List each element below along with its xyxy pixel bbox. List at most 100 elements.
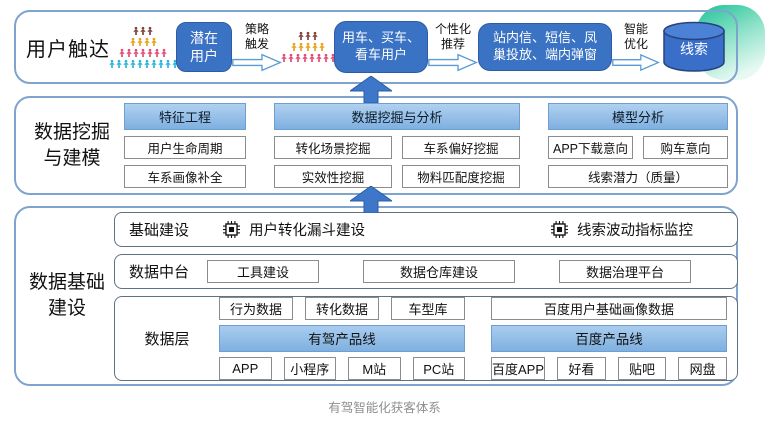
lead-monitoring-label: 线索波动指标监控: [577, 222, 693, 239]
strategy-label-line2: 触发: [244, 36, 269, 51]
product-line-groups: 行为数据 转化数据 车型库 有驾产品线 APP 小程序 M站 PC站: [219, 296, 727, 380]
band3-title-line1: 数据基础: [28, 272, 105, 294]
mining-analysis-header: 数据挖掘与分析: [274, 103, 520, 130]
band1-title: 用户触达: [26, 38, 110, 61]
up-arrow-band2-to-band1: [348, 75, 394, 104]
band2-title-line1: 数据挖掘: [33, 121, 110, 143]
band-data-mining: 数据挖掘 与建模 特征工程 用户生命周期 车系画像补全 数据挖掘与分析 转化场景…: [14, 96, 738, 195]
band-data-infrastructure: 数据基础 建设 基础建设 用户: [14, 206, 738, 386]
cell-user-lifecycle: 用户生命周期: [124, 136, 246, 159]
right-arrow-icon: [612, 53, 660, 71]
personalized-recommend-arrow: 个性化 推荐: [428, 22, 478, 72]
youjia-data-sources: 行为数据 转化数据 车型库: [219, 296, 465, 320]
right-arrow-icon: [232, 53, 282, 72]
cell-lead-potential: 线索潜力（质量）: [548, 165, 728, 188]
channels-line2: 巢投放、端内弹窗: [492, 47, 597, 62]
m-site-box: M站: [348, 356, 401, 380]
conversion-data-box: 转化数据: [305, 296, 379, 320]
user-pyramid-icon-small: [280, 31, 336, 63]
chip-icon: [223, 220, 241, 238]
band3-title-line2: 建设: [47, 298, 86, 319]
potential-users-line1: 潜在: [190, 29, 218, 46]
strategy-trigger-arrow: 策略 触发: [232, 22, 282, 72]
youjia-product-line-bar: 有驾产品线: [219, 324, 465, 352]
baidu-user-profile-box: 百度用户基础画像数据: [491, 296, 727, 320]
youjia-endpoints: APP 小程序 M站 PC站: [219, 356, 465, 380]
app-box: APP: [219, 356, 272, 380]
mini-program-box: 小程序: [283, 356, 336, 380]
leads-database-cylinder-icon: 线索: [660, 21, 728, 73]
tool-construction-box: 工具建设: [207, 259, 320, 283]
user-pyramid-icon-large: [108, 26, 178, 69]
band2-columns: 特征工程 用户生命周期 车系画像补全 数据挖掘与分析 转化场景挖掘 车系偏好挖掘…: [120, 103, 728, 188]
leads-label: 线索: [680, 41, 708, 57]
pyramid-row: [129, 37, 157, 47]
band3-rows: 基础建设 用户转化漏斗建设: [114, 211, 738, 381]
right-arrow-icon: [428, 53, 478, 72]
band2-title: 数据挖掘 与建模: [24, 120, 120, 171]
cell-app-download-intent: APP下载意向: [548, 136, 633, 159]
pc-site-box: PC站: [412, 356, 465, 380]
data-warehouse-box: 数据仓库建设: [363, 259, 515, 283]
haokan-box: 好看: [557, 356, 606, 380]
band2-title-line2: 与建模: [43, 147, 101, 169]
channels-line1: 站内信、短信、凤: [492, 30, 597, 46]
behavior-data-box: 行为数据: [219, 296, 293, 320]
band-user-reach: 用户触达 潜在 用户 策略 触发 用车、买车、 看车用户 个性化 推荐 站内: [14, 10, 738, 84]
personalized-label-line1: 个性化: [434, 22, 471, 37]
row-data-middle-platform: 数据中台 工具建设 数据仓库建设 数据治理平台: [114, 253, 738, 289]
band3-title: 数据基础 建设: [20, 270, 114, 321]
strategy-label-line1: 策略: [244, 22, 269, 37]
baidu-endpoints: 百度APP 好看 贴吧 网盘: [491, 356, 727, 380]
baidu-app-box: 百度APP: [491, 356, 546, 380]
car-users-box: 用车、买车、 看车用户: [334, 21, 428, 73]
funnel-construction-label: 用户转化漏斗建设: [249, 222, 366, 239]
baidu-data-sources: 百度用户基础画像数据: [491, 296, 727, 320]
funnel-construction-item: 用户转化漏斗建设: [223, 219, 365, 240]
column-mining-analysis: 数据挖掘与分析 转化场景挖掘 车系偏好挖掘 实效性挖掘 物料匹配度挖掘: [274, 103, 520, 188]
data-governance-box: 数据治理平台: [558, 259, 691, 283]
baidu-product-line-bar: 百度产品线: [491, 324, 727, 352]
diagram-caption: 有驾智能化获客体系: [328, 401, 441, 415]
data-layer-label: 数据层: [144, 330, 190, 348]
car-users-line2: 看车用户: [354, 47, 407, 62]
personalized-label-line2: 推荐: [440, 36, 465, 51]
pyramid-row: [298, 31, 319, 41]
middle-platform-boxes: 工具建设 数据仓库建设 数据治理平台: [207, 259, 691, 283]
smart-label-line2: 优化: [623, 36, 648, 51]
pyramid-row: [280, 53, 336, 63]
pyramid-row: [108, 59, 178, 69]
cell-material-match-mining: 物料匹配度挖掘: [402, 165, 520, 188]
basic-construction-label: 基础建设: [129, 221, 190, 239]
tieba-box: 贴吧: [617, 356, 667, 380]
data-middle-platform-label: 数据中台: [129, 263, 190, 281]
column-model-analysis: 模型分析 APP下载意向 购车意向 线索潜力（质量）: [548, 103, 728, 188]
row-data-layer: 数据层 行为数据 转化数据 车型库 有驾产品线 APP 小程序 M站: [114, 295, 738, 381]
cell-car-profile-completion: 车系画像补全: [124, 165, 246, 188]
delivery-channels-box: 站内信、短信、凤 巢投放、端内弹窗: [478, 23, 612, 71]
cell-conversion-scene-mining: 转化场景挖掘: [274, 136, 392, 159]
cell-effectiveness-mining: 实效性挖掘: [274, 165, 392, 188]
model-analysis-header: 模型分析: [548, 103, 728, 130]
potential-users-line2: 用户: [190, 48, 218, 64]
cell-purchase-intent: 购车意向: [643, 136, 728, 159]
smart-label-line1: 智能: [623, 22, 648, 37]
feature-engineering-header: 特征工程: [124, 103, 246, 130]
car-model-library-box: 车型库: [391, 296, 465, 320]
chip-icon: [551, 220, 568, 238]
youjia-product-group: 行为数据 转化数据 车型库 有驾产品线 APP 小程序 M站 PC站: [219, 296, 465, 380]
pyramid-row: [133, 26, 154, 36]
up-arrow-band3-to-band2: [348, 185, 394, 214]
cell-car-preference-mining: 车系偏好挖掘: [402, 136, 520, 159]
column-feature-engineering: 特征工程 用户生命周期 车系画像补全: [124, 103, 246, 188]
pyramid-row: [291, 42, 326, 52]
car-users-line1: 用车、买车、: [341, 30, 420, 46]
baidu-product-group: 百度用户基础画像数据 百度产品线 百度APP 好看 贴吧 网盘: [491, 296, 727, 380]
potential-users-box: 潜在 用户: [176, 22, 232, 72]
smart-optimize-arrow: 智能 优化: [612, 22, 660, 72]
lead-monitoring-item: 线索波动指标监控: [551, 219, 693, 240]
netdisk-box: 网盘: [678, 356, 727, 380]
cylinder-icon: [663, 21, 725, 72]
pyramid-row: [119, 48, 168, 58]
